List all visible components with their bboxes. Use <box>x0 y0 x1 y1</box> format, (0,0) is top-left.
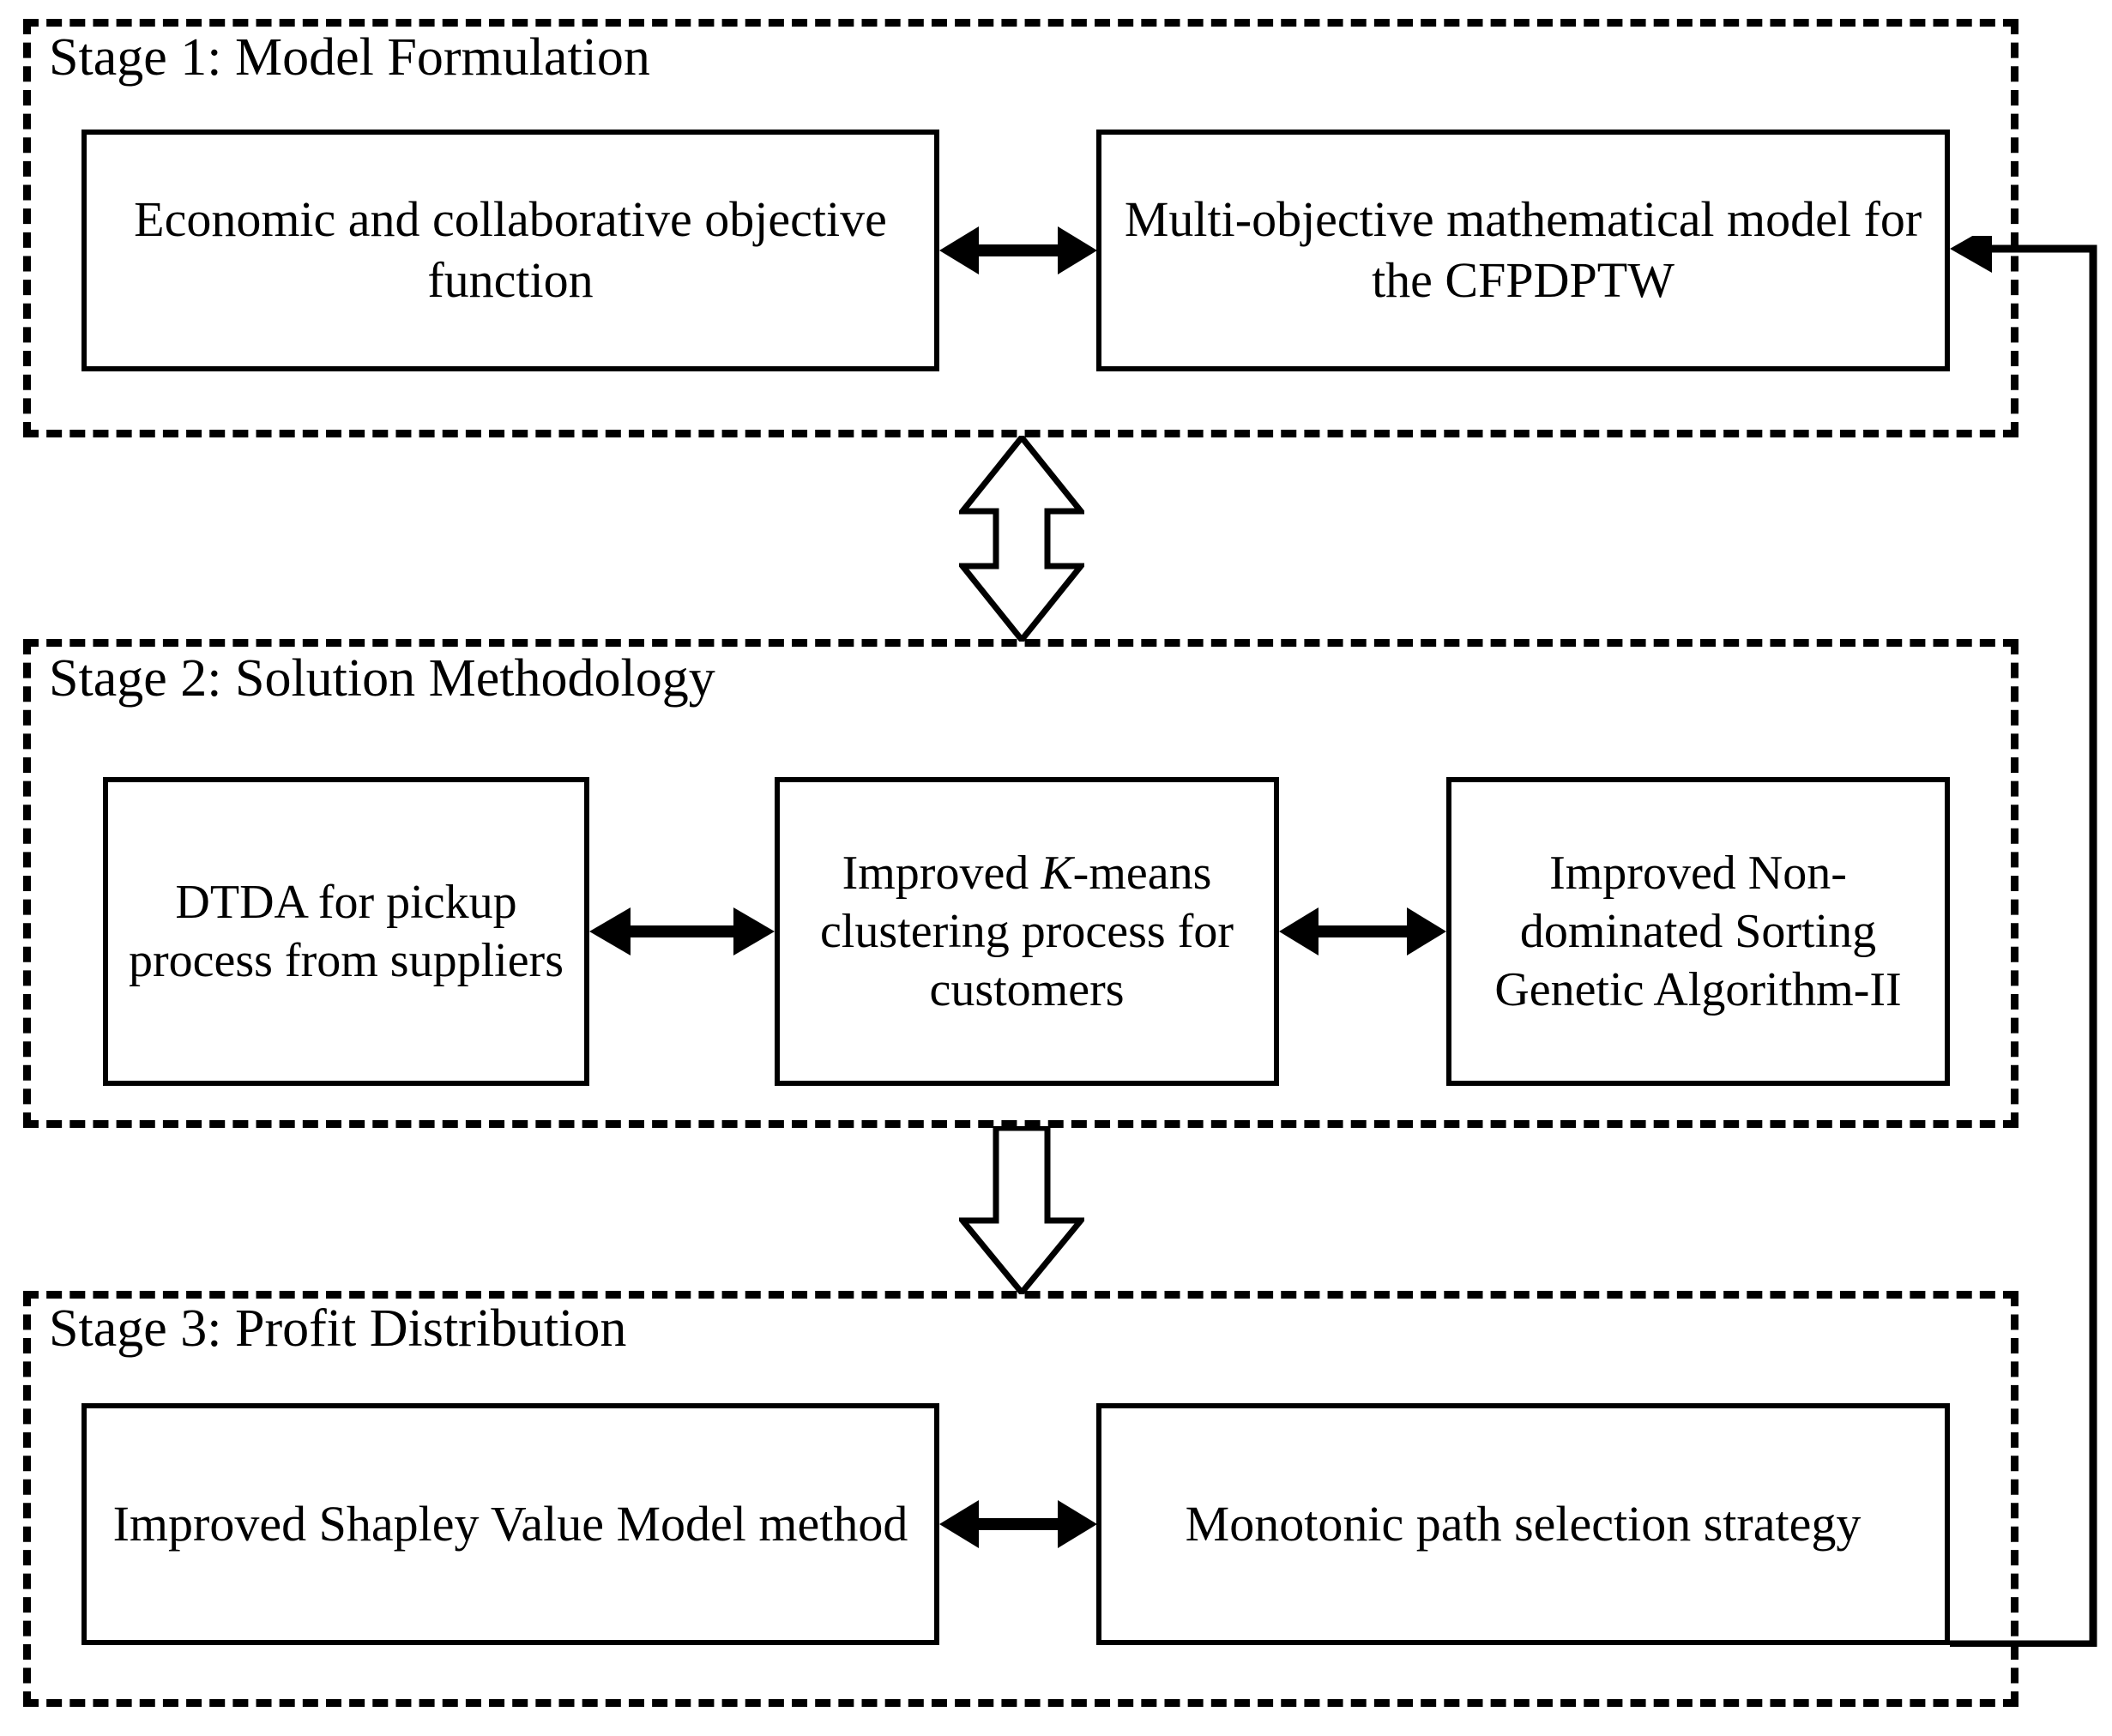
stage-2-container <box>23 639 2018 1128</box>
box-improved-nsga2-label: Improved Non-dominated Sorting Genetic A… <box>1494 846 1902 1017</box>
box-monotonic-path-label: Monotonic path selection strategy <box>1185 1495 1862 1552</box>
box-multi-objective-model: Multi-objective mathematical model for t… <box>1096 130 1950 371</box>
stage2-arrow-left <box>589 907 775 955</box>
stage1-to-stage2-arrow <box>959 436 1084 642</box>
feedback-loop-arrow <box>1950 236 2097 1647</box>
stage-2-title: Stage 2: Solution Methodology <box>49 649 715 708</box>
box-improved-nsga2: Improved Non-dominated Sorting Genetic A… <box>1446 777 1950 1086</box>
stage1-inner-arrow <box>939 226 1097 274</box>
stage2-arrow-right <box>1279 907 1446 955</box>
box-improved-kmeans-label: Improved K-means clustering process for … <box>794 844 1260 1020</box>
box-dtda-pickup-label: DTDA for pickup process from suppliers <box>128 875 564 987</box>
box-improved-shapley-label: Improved Shapley Value Model method <box>112 1495 908 1552</box>
kmeans-label-italic-k: K <box>1041 846 1073 900</box>
box-economic-objective: Economic and collaborative objective fun… <box>81 130 939 371</box>
box-improved-kmeans: Improved K-means clustering process for … <box>775 777 1279 1086</box>
box-multi-objective-model-label: Multi-objective mathematical model for t… <box>1124 191 1922 308</box>
box-improved-shapley: Improved Shapley Value Model method <box>81 1403 939 1645</box>
stage-1-container <box>23 19 2018 437</box>
kmeans-label-prefix: Improved <box>842 846 1041 900</box>
kmeans-label-suffix: -means clustering process for customers <box>819 846 1234 1017</box>
box-economic-objective-label: Economic and collaborative objective fun… <box>134 191 887 308</box>
box-monotonic-path: Monotonic path selection strategy <box>1096 1403 1950 1645</box>
stage-1-title: Stage 1: Model Formulation <box>49 28 650 87</box>
stage3-inner-arrow <box>939 1500 1097 1548</box>
stage-3-container <box>23 1291 2018 1707</box>
stage-3-title: Stage 3: Profit Distribution <box>49 1299 627 1358</box>
stage2-to-stage3-arrow <box>959 1126 1084 1294</box>
box-dtda-pickup: DTDA for pickup process from suppliers <box>103 777 589 1086</box>
